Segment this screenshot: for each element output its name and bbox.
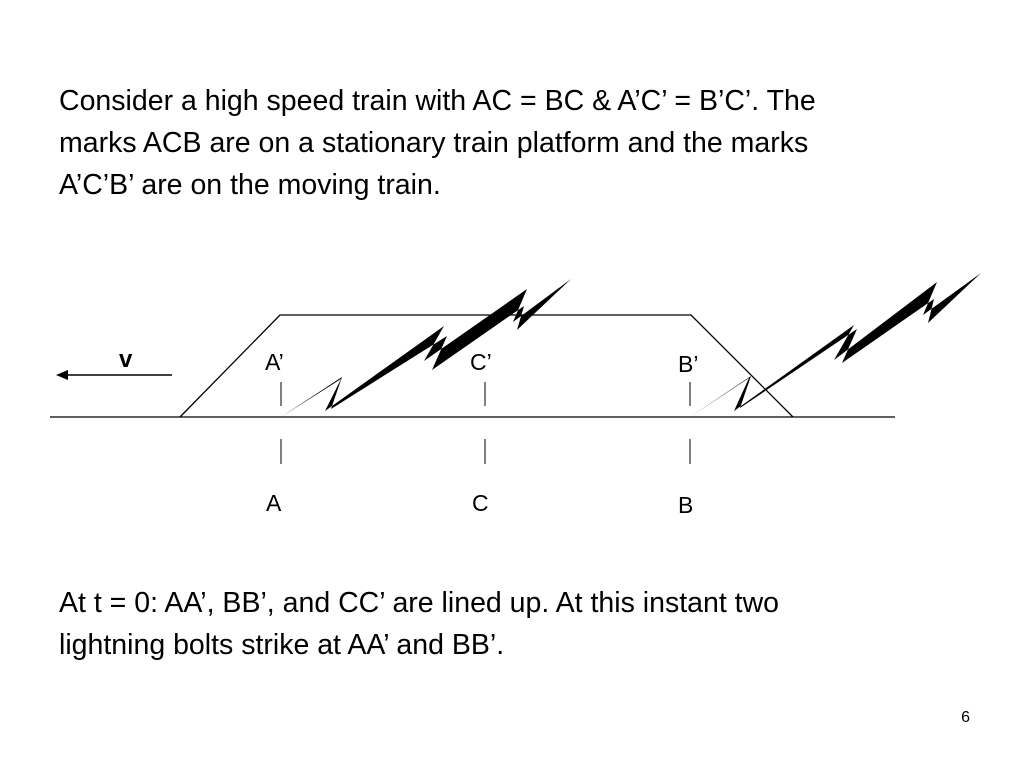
platform-mark-b-label: B [678,492,693,518]
platform-mark-c-label: C [472,490,489,516]
train-outline [179,314,794,418]
train-mark-c-label: C’ [470,349,492,375]
velocity-label: v [119,346,133,373]
lightning-bolt-b-icon [690,273,981,417]
outro-paragraph: At t = 0: AA’, BB’, and CC’ are lined up… [59,587,780,661]
intro-paragraph: Consider a high speed train with AC = BC… [59,85,816,201]
train-mark-b-label: B’ [678,351,698,377]
velocity-arrow [56,370,172,380]
page-number: 6 [961,709,970,726]
train-mark-a-label: A’ [265,349,284,375]
lightning-bolt-a-icon [281,279,571,417]
platform-mark-a-label: A [266,490,282,516]
